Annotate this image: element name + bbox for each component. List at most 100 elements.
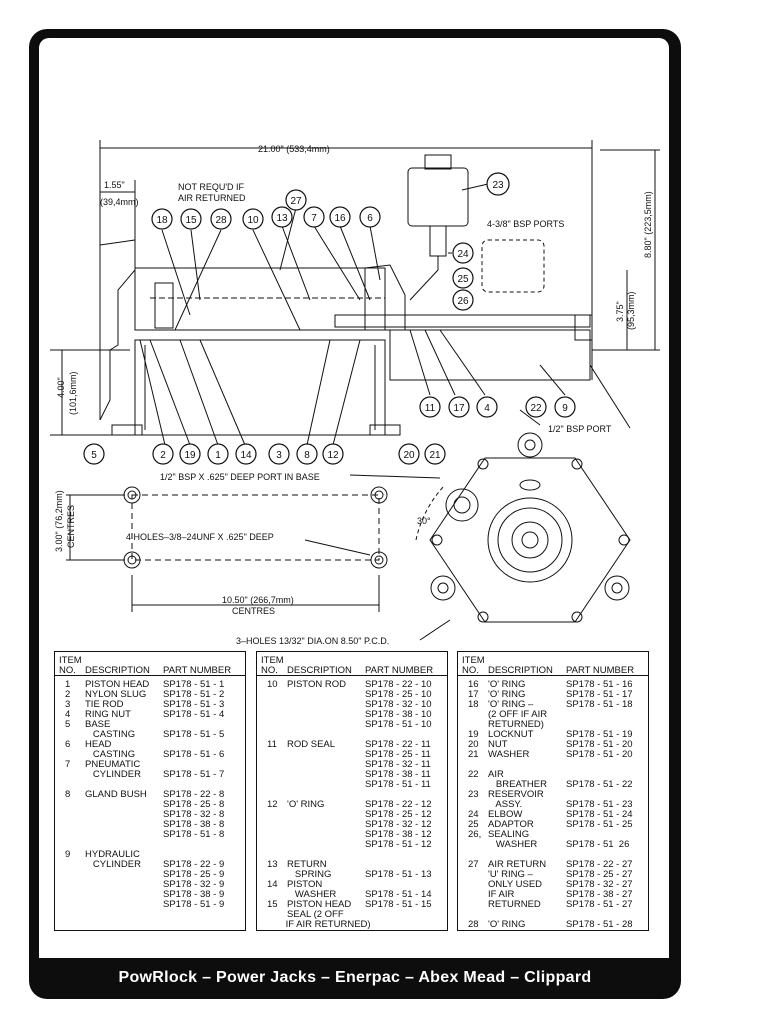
part-number: SP178 - 51 - 22 bbox=[566, 779, 633, 790]
part-number: SP178 - 38 - 8 bbox=[163, 819, 225, 830]
balloon-label: 17 bbox=[453, 403, 465, 414]
item-number bbox=[261, 760, 287, 770]
balloon-7 bbox=[303, 206, 325, 228]
piston-rod bbox=[389, 329, 591, 381]
table-row: IF AIR RETURNED) bbox=[261, 920, 443, 930]
dim-offset-mm-label: (39,4mm) bbox=[100, 197, 139, 207]
part-number: SP178 - 51 - 12 bbox=[365, 839, 432, 850]
balloon-label: 7 bbox=[311, 213, 317, 224]
table-row: SP178 - 51 - 8 bbox=[59, 830, 241, 840]
dim-base-label: 4.00" bbox=[56, 377, 66, 398]
item-number: 26, bbox=[468, 829, 482, 840]
table-row: SP178 - 38 - 10 bbox=[261, 710, 443, 720]
part-number: SP178 - 51 - 20 bbox=[566, 739, 633, 750]
balloon-label: 10 bbox=[247, 215, 259, 226]
part-number: SP178 - 25 - 10 bbox=[365, 689, 432, 700]
balloon-9 bbox=[554, 396, 576, 418]
balloon-label: 6 bbox=[367, 213, 373, 224]
part-number: SP178 - 51 26 bbox=[566, 839, 630, 850]
part-number bbox=[566, 710, 644, 720]
table-row: SP178 - 25 - 11 bbox=[261, 750, 443, 760]
part-number bbox=[365, 850, 443, 860]
part-number: SP178 - 38 - 27 bbox=[566, 889, 633, 900]
part-number: SP178 - 38 - 12 bbox=[365, 829, 432, 840]
mount-hole bbox=[370, 551, 388, 569]
item-description: CYLINDER bbox=[85, 769, 141, 780]
item-description: NUT bbox=[488, 739, 508, 750]
item-description: ADAPTOR bbox=[488, 819, 534, 830]
item-description bbox=[85, 870, 163, 880]
table-row: SP178 - 38 - 12 bbox=[261, 830, 443, 840]
item-number: 4 bbox=[65, 709, 71, 720]
item-description: CASTING bbox=[85, 749, 136, 760]
item-description bbox=[85, 810, 163, 820]
item-description bbox=[287, 840, 365, 850]
item-description: IF AIR bbox=[488, 889, 515, 900]
part-number: SP178 - 51 - 28 bbox=[566, 919, 633, 930]
balloon-22 bbox=[525, 396, 547, 418]
item-description bbox=[85, 880, 163, 890]
four-holes-label: 4 HOLES–3/8–24UNF X .625" DEEP bbox=[126, 532, 274, 542]
part-number bbox=[365, 910, 443, 920]
item-description: RING NUT bbox=[85, 709, 131, 720]
item-number: 28 bbox=[468, 919, 479, 930]
balloon-20 bbox=[398, 443, 420, 465]
item-description: SPRING bbox=[287, 869, 332, 880]
item-number: 1 bbox=[65, 679, 71, 690]
table-row: 18'O' RING –SP178 - 51 - 18 bbox=[462, 700, 644, 710]
item-number bbox=[59, 900, 85, 910]
item-number bbox=[462, 900, 488, 910]
item-description: IF AIR RETURNED) bbox=[285, 919, 371, 930]
item-number: 20 bbox=[468, 739, 479, 750]
item-description: RESERVOIR bbox=[488, 789, 544, 800]
item-description bbox=[85, 820, 163, 830]
tie-rod-nut bbox=[369, 424, 401, 436]
part-number: SP178 - 51 - 23 bbox=[566, 799, 633, 810]
part-number: SP178 - 38 - 10 bbox=[365, 709, 432, 720]
item-description: GLAND BUSH bbox=[85, 789, 147, 800]
item-description: 'O' RING bbox=[488, 919, 526, 930]
table-row: ASSY.SP178 - 51 - 23 bbox=[462, 800, 644, 810]
ring-nut bbox=[574, 314, 593, 341]
item-description: WASHER bbox=[488, 749, 530, 760]
reservoir bbox=[407, 167, 469, 227]
drawing-sheet bbox=[39, 38, 669, 958]
table-row: SP178 - 38 - 11 bbox=[261, 770, 443, 780]
table-row: SP178 - 51 - 9 bbox=[59, 900, 241, 910]
item-description: 'O' RING bbox=[488, 679, 526, 690]
item-number bbox=[59, 890, 85, 900]
item-description: ONLY USED bbox=[488, 879, 543, 890]
item-description: 'U' RING – bbox=[488, 869, 533, 880]
three-holes-label: 3–HOLES 13/32" DIA.ON 8.50" P.C.D. bbox=[236, 636, 389, 646]
balloon-6 bbox=[359, 206, 381, 228]
item-number bbox=[261, 820, 287, 830]
item-number bbox=[59, 730, 85, 740]
part-number: SP178 - 51 - 18 bbox=[566, 699, 633, 710]
dim-centres-label: 10.50" (266,7mm) bbox=[222, 595, 294, 605]
deep-port-label: 1/2" BSP X .625" DEEP PORT IN BASE bbox=[160, 472, 320, 482]
balloon-15 bbox=[180, 208, 202, 230]
item-number: 7 bbox=[65, 759, 71, 770]
balloon-5 bbox=[83, 443, 105, 465]
item-number bbox=[59, 840, 85, 850]
item-description bbox=[287, 760, 365, 770]
item-number bbox=[462, 880, 488, 890]
item-description bbox=[287, 750, 365, 760]
balloon-label: 26 bbox=[457, 296, 469, 307]
pneumatic-cylinder bbox=[134, 267, 386, 331]
balloon-label: 2 bbox=[160, 450, 166, 461]
balloon-label: 9 bbox=[562, 403, 568, 414]
item-number bbox=[59, 800, 85, 810]
part-number: SP178 - 51 - 3 bbox=[163, 699, 225, 710]
